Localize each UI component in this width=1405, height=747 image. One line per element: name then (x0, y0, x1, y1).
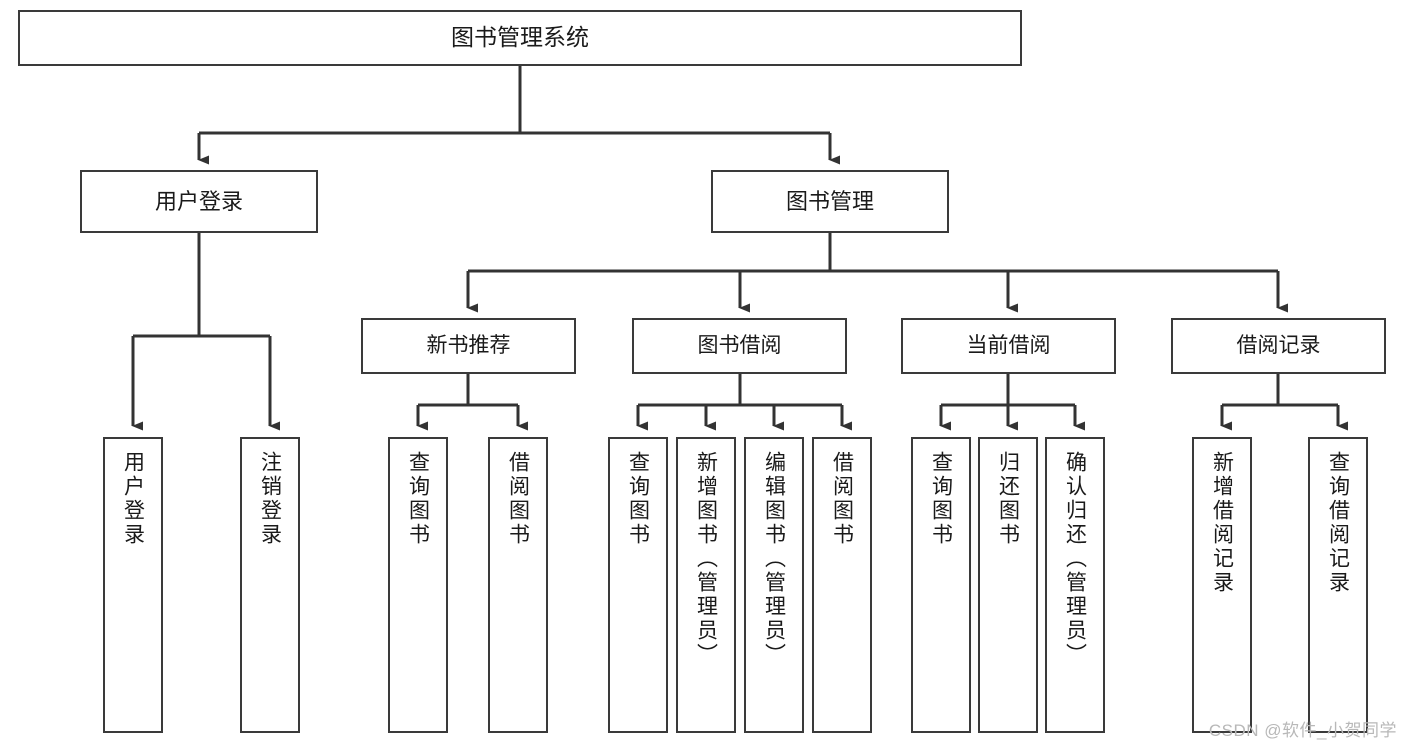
node-label: 新增借阅记录 (1210, 451, 1234, 595)
node-leaf-query-book-1[interactable]: 查询图书 (388, 437, 448, 733)
node-label: 查询图书 (406, 451, 430, 547)
node-book-borrow[interactable]: 图书借阅 (632, 318, 847, 374)
node-leaf-query-record[interactable]: 查询借阅记录 (1308, 437, 1368, 733)
node-user-login[interactable]: 用户登录 (80, 170, 318, 233)
node-leaf-query-book-3[interactable]: 查询图书 (911, 437, 971, 733)
node-label: 确认归还（管理员） (1063, 451, 1087, 667)
node-leaf-borrow-book-1[interactable]: 借阅图书 (488, 437, 548, 733)
node-label: 编辑图书（管理员） (762, 451, 786, 667)
node-label: 借阅记录 (1236, 333, 1321, 357)
node-leaf-return-book[interactable]: 归还图书 (978, 437, 1038, 733)
node-label: 图书借阅 (697, 333, 782, 357)
node-label: 新增图书（管理员） (694, 451, 718, 667)
node-label: 用户登录 (121, 451, 145, 547)
node-label: 图书管理系统 (451, 24, 589, 51)
node-leaf-borrow-book-2[interactable]: 借阅图书 (812, 437, 872, 733)
node-borrow-record[interactable]: 借阅记录 (1171, 318, 1386, 374)
node-leaf-add-book[interactable]: 新增图书（管理员） (676, 437, 736, 733)
node-leaf-user-logout[interactable]: 注销登录 (240, 437, 300, 733)
node-leaf-edit-book[interactable]: 编辑图书（管理员） (744, 437, 804, 733)
node-new-book-recommend[interactable]: 新书推荐 (361, 318, 576, 374)
node-current-borrow[interactable]: 当前借阅 (901, 318, 1116, 374)
node-leaf-query-book-2[interactable]: 查询图书 (608, 437, 668, 733)
node-label: 查询图书 (929, 451, 953, 547)
node-book-manage[interactable]: 图书管理 (711, 170, 949, 233)
node-label: 新书推荐 (426, 333, 511, 357)
node-label: 归还图书 (996, 451, 1020, 547)
node-label: 借阅图书 (830, 451, 854, 547)
node-leaf-user-login[interactable]: 用户登录 (103, 437, 163, 733)
node-label: 借阅图书 (506, 451, 530, 547)
node-root-system[interactable]: 图书管理系统 (18, 10, 1022, 66)
node-label: 当前借阅 (966, 333, 1051, 357)
node-leaf-confirm-return[interactable]: 确认归还（管理员） (1045, 437, 1105, 733)
node-label: 查询图书 (626, 451, 650, 547)
node-label: 用户登录 (154, 188, 243, 214)
node-label: 图书管理 (785, 188, 874, 214)
node-label: 查询借阅记录 (1326, 451, 1350, 595)
node-leaf-add-record[interactable]: 新增借阅记录 (1192, 437, 1252, 733)
node-label: 注销登录 (258, 451, 282, 547)
